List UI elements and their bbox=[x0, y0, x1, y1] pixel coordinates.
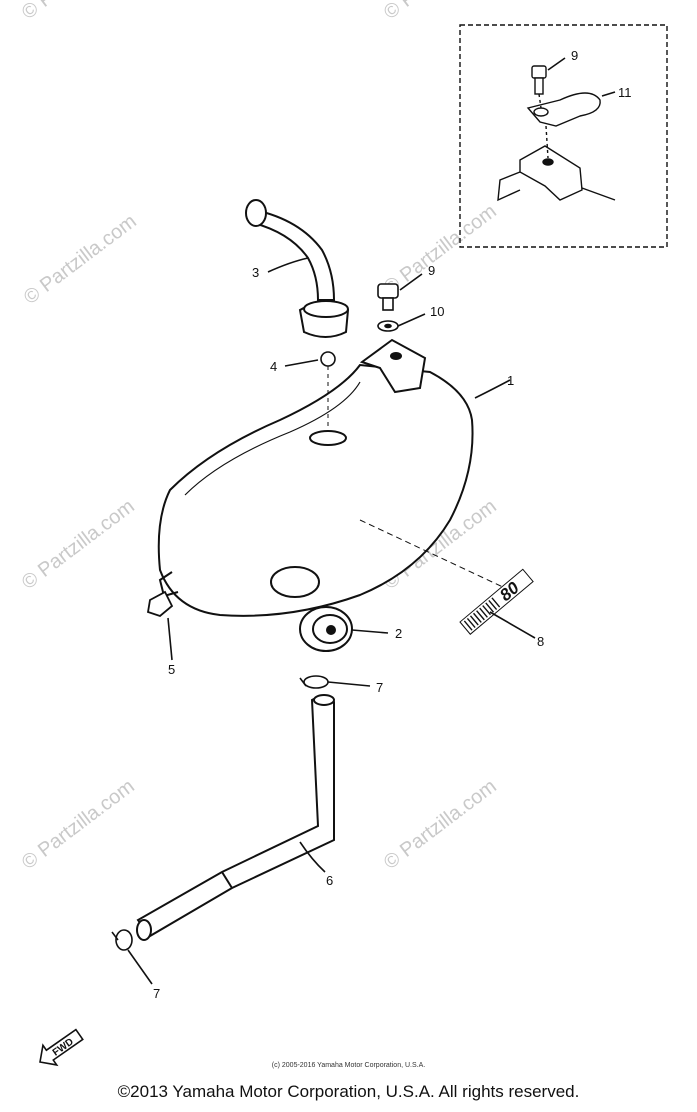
fuel-cap bbox=[299, 606, 353, 652]
callout-8: 8 bbox=[537, 634, 544, 649]
tank-ridge bbox=[184, 381, 361, 496]
watermark-6: © Partzilla.com bbox=[380, 775, 501, 874]
bolt-head bbox=[377, 283, 399, 299]
inset-frame bbox=[459, 24, 668, 248]
leader-7-lower bbox=[127, 949, 153, 985]
fuel-hose-end bbox=[136, 919, 152, 941]
hose-clips bbox=[111, 675, 329, 951]
badge-axis bbox=[359, 519, 506, 589]
leader-4 bbox=[284, 359, 319, 367]
tank-mount-hole bbox=[390, 352, 402, 360]
fuel-cap-center bbox=[326, 625, 336, 635]
inset-detail bbox=[459, 24, 668, 248]
leader-8 bbox=[489, 611, 536, 639]
callout-11: 11 bbox=[618, 85, 632, 100]
copyright-main: ©2013 Yamaha Motor Corporation, U.S.A. A… bbox=[117, 1082, 580, 1101]
fuel-hose-body bbox=[136, 695, 335, 938]
leader-10 bbox=[397, 313, 426, 327]
check-ball bbox=[320, 351, 336, 367]
tank-filler-hole bbox=[309, 430, 347, 446]
leader-lines bbox=[127, 57, 616, 985]
inset-bolt-head bbox=[531, 65, 547, 79]
inset-clamp-hole bbox=[533, 107, 549, 117]
filler-neck bbox=[245, 199, 350, 338]
drain-nut bbox=[146, 590, 174, 618]
callout-2: 2 bbox=[395, 626, 402, 641]
inset-bracket-hole bbox=[542, 158, 554, 166]
inset-clamp bbox=[526, 92, 601, 127]
inset-bolt-axis bbox=[538, 93, 542, 109]
watermark-5: © Partzilla.com bbox=[18, 775, 139, 874]
leader-9-main bbox=[399, 273, 423, 291]
fuel-hose-break bbox=[221, 871, 233, 889]
tank-mount-bracket bbox=[359, 338, 427, 394]
tank-side-opening bbox=[270, 566, 320, 598]
callout-4: 4 bbox=[270, 359, 277, 374]
leader-5 bbox=[167, 617, 173, 661]
inset-bolt-shank bbox=[534, 77, 544, 95]
fuel-hose-top bbox=[313, 694, 335, 706]
fuel-hose bbox=[136, 694, 335, 941]
emblem-plate bbox=[459, 568, 534, 635]
callout-3: 3 bbox=[252, 265, 259, 280]
emblem-stripes bbox=[463, 597, 501, 631]
callout-5: 5 bbox=[168, 662, 175, 677]
leader-1 bbox=[474, 379, 511, 399]
callout-7-lower: 7 bbox=[153, 986, 160, 1001]
leader-11 bbox=[601, 91, 616, 97]
inset-clamp-axis bbox=[545, 125, 549, 159]
callout-9-main: 9 bbox=[428, 263, 435, 278]
inset-tank-edge bbox=[497, 171, 521, 202]
watermark-1: © Partzilla.com bbox=[20, 210, 141, 309]
hose-clip-upper bbox=[303, 675, 329, 689]
callout-10: 10 bbox=[430, 304, 444, 319]
callout-numbers: 1 2 3 4 5 6 7 7 8 9 9 10 11 bbox=[153, 48, 632, 1001]
bolt-shank bbox=[382, 297, 394, 311]
watermark-2: © Partzilla.com bbox=[380, 200, 501, 299]
watermark-3: © Partzilla.com bbox=[18, 495, 139, 594]
bolt-and-washer bbox=[377, 283, 399, 332]
filler-neck-grommet-top bbox=[303, 300, 349, 318]
washer-hole bbox=[384, 323, 392, 329]
tank-petcock-boss bbox=[158, 571, 179, 598]
fuel-tank bbox=[157, 338, 506, 617]
leader-7-upper bbox=[327, 681, 371, 687]
callout-6: 6 bbox=[326, 873, 333, 888]
callout-7-upper: 7 bbox=[376, 680, 383, 695]
callout-9-inset: 9 bbox=[571, 48, 578, 63]
leader-9-inset bbox=[547, 57, 566, 71]
leader-2 bbox=[351, 629, 389, 634]
emblem-text: 80 bbox=[496, 578, 523, 605]
leader-6 bbox=[299, 841, 326, 873]
callout-1: 1 bbox=[507, 373, 514, 388]
drain-nut-body bbox=[146, 590, 174, 618]
watermark-7: © Partzilla.com bbox=[18, 0, 139, 24]
filler-neck-end bbox=[245, 199, 267, 227]
tank-shell bbox=[157, 363, 474, 617]
inset-leader-line bbox=[581, 187, 616, 201]
inset-bracket bbox=[519, 145, 583, 201]
copyright-small: (c) 2005-2016 Yamaha Motor Corporation, … bbox=[271, 1062, 426, 1069]
fwd-arrow-shape bbox=[39, 1028, 84, 1067]
hose-clip-lower bbox=[115, 929, 133, 951]
hose-clip-upper-tab bbox=[299, 677, 307, 687]
watermark-8: © Partzilla.com bbox=[380, 0, 501, 24]
emblem-badge: 80 bbox=[459, 568, 534, 635]
leader-3 bbox=[267, 257, 309, 273]
hose-clip-lower-tab bbox=[111, 931, 119, 941]
